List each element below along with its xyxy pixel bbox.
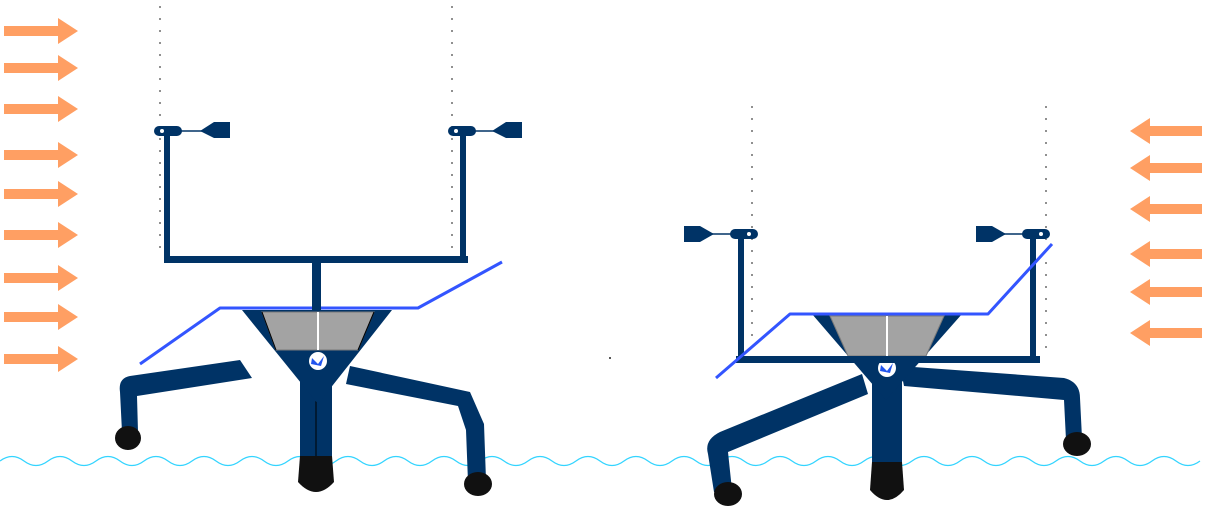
hull-leg [346,366,486,482]
hull-leg [900,366,1082,440]
wind-arrow-icon [4,142,78,168]
wind-arrows-rightward [4,18,78,372]
wind-arrow-icon [1130,155,1202,181]
float-pod [1063,432,1091,456]
float-pod [464,472,492,496]
bird-logo-icon [878,359,896,377]
hull-leg [707,374,868,492]
wind-vane-icon [684,226,758,242]
float-pod [115,426,141,450]
wind-vane-icon [154,122,230,138]
wind-arrows-leftward [1130,118,1202,346]
wind-arrow-icon [1130,241,1202,267]
frame-post [738,234,744,358]
vessel-left [115,6,522,496]
mast [312,262,321,310]
wind-vane-icon [976,226,1050,242]
float-pod [870,462,904,500]
vessel-right [684,106,1091,506]
frame-bar [164,256,468,263]
wind-arrow-icon [4,346,78,372]
wind-arrow-icon [1130,279,1202,305]
wind-vane-icon [448,122,522,138]
wind-arrow-icon [4,96,78,122]
float-pod [714,482,742,506]
bird-logo-icon [309,352,327,370]
panel-edge [357,311,375,351]
water-surface-line [0,455,1201,467]
wind-arrow-icon [4,222,78,248]
sail-line [715,242,1054,380]
hull-leg [119,360,252,432]
float-pod [298,456,334,492]
bird-logo-icon [311,356,324,366]
bird-logo-icon [880,363,893,373]
wind-arrow-icon [4,265,78,291]
wind-arrow-icon [4,18,78,44]
stray-dot [609,357,611,359]
wind-arrow-icon [1130,320,1202,346]
wind-arrow-icon [4,304,78,330]
wind-arrow-icon [1130,196,1202,222]
frame-bar [736,356,1040,363]
wind-arrow-icon [4,181,78,207]
wind-arrow-icon [1130,118,1202,144]
wind-arrow-icon [4,55,78,81]
frame-post [164,134,170,260]
frame-post [1030,234,1036,358]
panel-edge [261,311,277,351]
frame-post [460,134,466,260]
